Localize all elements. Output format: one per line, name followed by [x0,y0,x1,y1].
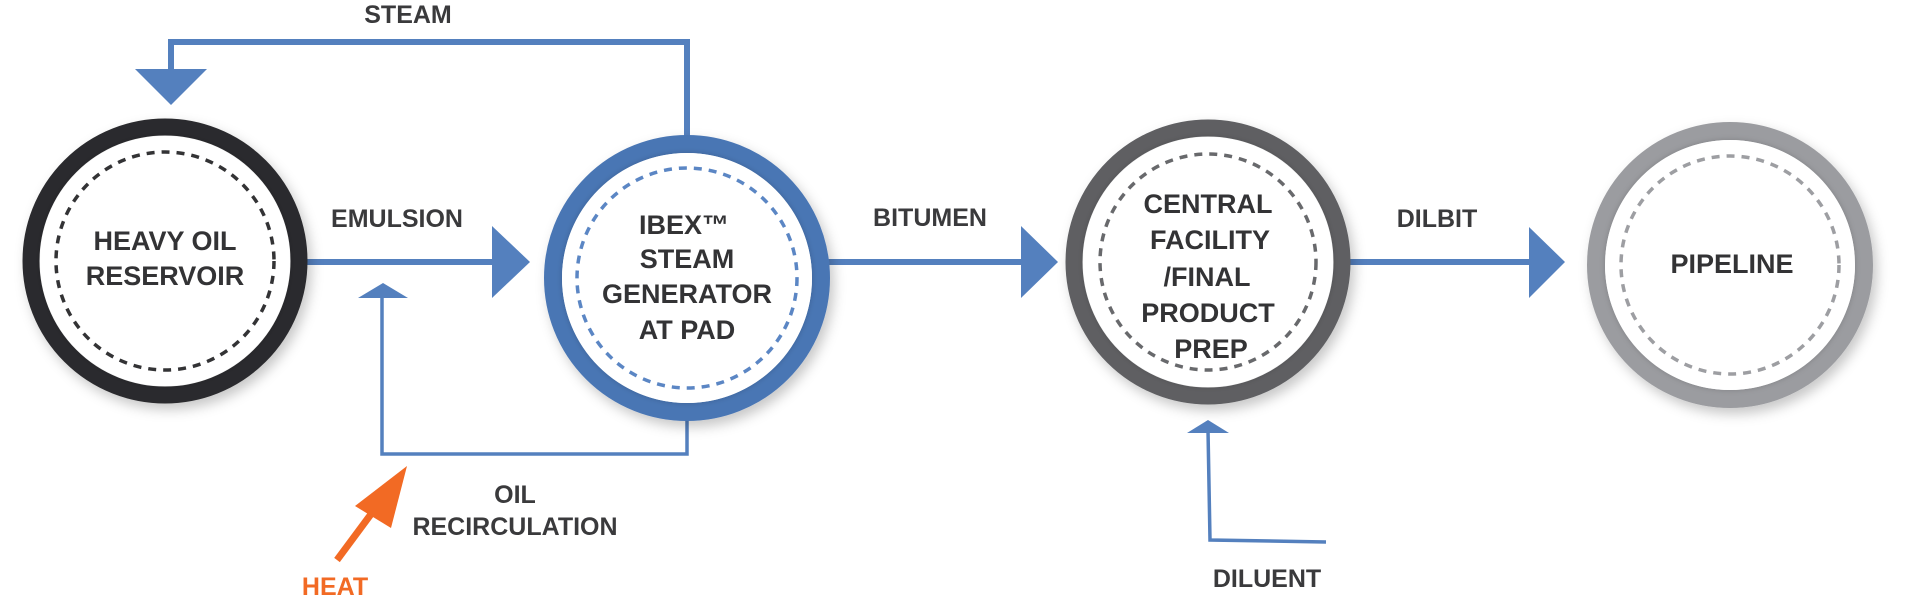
diluent-line [1206,429,1327,544]
node-label-line: STEAM [640,244,735,274]
emulsion-label: EMULSION [331,205,463,233]
oil-recirculation-label-line2: RECIRCULATION [412,513,617,541]
diluent-flow: DILUENT [1187,420,1327,593]
steam-flow: STEAM [135,1,690,138]
node-label-line: RESERVOIR [86,261,245,291]
node-dashed-ring [1619,154,1841,376]
emulsion-arrowhead-icon [492,226,530,298]
bitumen-flow: BITUMEN [828,204,1058,298]
node-dashed-ring [1098,152,1318,372]
node-inner-disc [562,153,812,403]
heat-arrowhead-icon [355,466,407,528]
steam-label: STEAM [364,1,452,29]
oil-recirculation-flow: OIL RECIRCULATION [358,283,689,541]
heat-label: HEAT [302,573,368,601]
node-label-line: CENTRAL [1144,189,1273,219]
node-dashed-ring [575,166,799,390]
emulsion-flow: EMULSION [305,205,530,298]
node-label-line: PIPELINE [1670,249,1793,279]
node-inner-disc [1083,137,1333,387]
bitumen-label: BITUMEN [873,204,987,232]
node-central-facility: CENTRAL FACILITY /FINAL PRODUCT PREP [1065,119,1351,405]
node-heavy-oil-reservoir: HEAVY OIL RESERVOIR [22,118,308,404]
node-label-line: /FINAL [1164,262,1251,292]
node-ibex-steam-generator: IBEX™ STEAM GENERATOR AT PAD [544,135,830,421]
dilbit-flow: DILBIT [1348,205,1565,298]
node-label-line: IBEX™ [639,210,729,240]
node-label-line: FACILITY [1150,225,1270,255]
dilbit-label: DILBIT [1397,205,1478,233]
diluent-arrowhead-icon [1187,420,1229,433]
node-inner-disc [1605,140,1855,390]
node-label-line: GENERATOR [602,279,772,309]
oil-recirculation-label-line1: OIL [494,481,536,509]
diluent-label: DILUENT [1213,565,1321,593]
heat-input: HEAT [302,466,407,601]
oil-recirculation-line [380,295,689,456]
steam-line [168,39,690,138]
oil-recirculation-arrowhead-icon [358,283,408,298]
node-label-line: PRODUCT [1141,298,1275,328]
node-dashed-ring [54,150,276,372]
node-label-line: PREP [1174,334,1248,364]
node-label-line: AT PAD [639,315,736,345]
node-pipeline: PIPELINE [1587,122,1873,408]
dilbit-arrowhead-icon [1529,227,1565,298]
node-inner-disc [40,136,290,386]
node-label-line: HEAVY OIL [93,226,236,256]
bitumen-arrowhead-icon [1021,226,1058,298]
steam-arrowhead-icon [135,69,207,105]
